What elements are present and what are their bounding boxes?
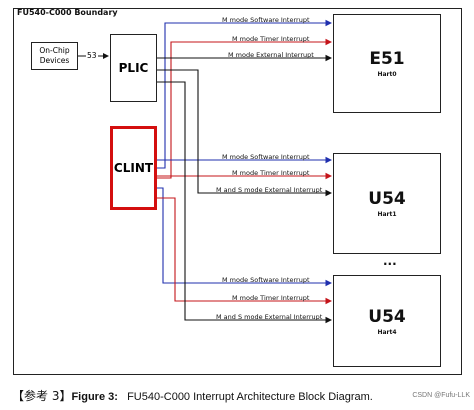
- e51-mti-line: [157, 38, 333, 179]
- hart-id: Hart0: [377, 71, 397, 78]
- clint-label: CLINT: [113, 161, 154, 175]
- figure-caption: 【参考 3】Figure 3: FU540-C000 Interrupt Arc…: [12, 387, 474, 404]
- signal-label-mei: M mode External Interrupt: [228, 51, 314, 59]
- signal-label-msi: M mode Software Interrupt: [222, 16, 310, 24]
- boundary-label: FU540-C000 Boundary: [17, 8, 118, 17]
- fu540-boundary: [13, 8, 462, 375]
- hart-name: U54: [368, 189, 406, 209]
- hart-u54-4-box: U54 Hart4: [333, 275, 441, 367]
- signal-label-msei: M and S mode External Interrupt: [216, 186, 323, 194]
- hart4-msi-line: [157, 187, 333, 287]
- signal-label-mti: M mode Timer Interrupt: [232, 35, 310, 43]
- hart-id: Hart1: [377, 211, 397, 218]
- signal-label-msei: M and S mode External Interrupt: [216, 313, 323, 321]
- signal-label-mti: M mode Timer Interrupt: [232, 294, 310, 302]
- signal-label-mti: M mode Timer Interrupt: [232, 169, 310, 177]
- clint-box: CLINT: [110, 126, 157, 210]
- signal-label-msi: M mode Software Interrupt: [222, 153, 310, 161]
- hart-id: Hart4: [377, 328, 397, 336]
- caption-figure-number: Figure 3:: [71, 391, 118, 403]
- plic-box: PLIC: [110, 34, 157, 102]
- more-harts-ellipsis: ...: [383, 254, 397, 268]
- watermark: CSDN @Fufu-LLK: [412, 392, 470, 399]
- plic-label: PLIC: [118, 61, 149, 75]
- hart-name: U54: [368, 306, 406, 327]
- hart4-msei-line: [157, 81, 333, 324]
- bus-width-label: 53: [86, 51, 98, 60]
- hart-u54-1-box: U54 Hart1: [333, 153, 441, 254]
- hart-e51-box: E51 Hart0: [333, 14, 441, 113]
- onchip-line2: Devices: [39, 56, 70, 65]
- onchip-devices-box: On-Chip Devices: [31, 42, 78, 70]
- hart1-msei-line: [157, 69, 333, 197]
- e51-msi-line: [157, 19, 333, 169]
- hart4-mti-line: [157, 197, 333, 305]
- signal-label-msi: M mode Software Interrupt: [222, 276, 310, 284]
- caption-ref: 【参考 3】: [12, 389, 72, 403]
- caption-text: FU540-C000 Interrupt Architecture Block …: [127, 391, 373, 403]
- onchip-line1: On-Chip: [39, 46, 70, 55]
- hart-name: E51: [369, 49, 405, 69]
